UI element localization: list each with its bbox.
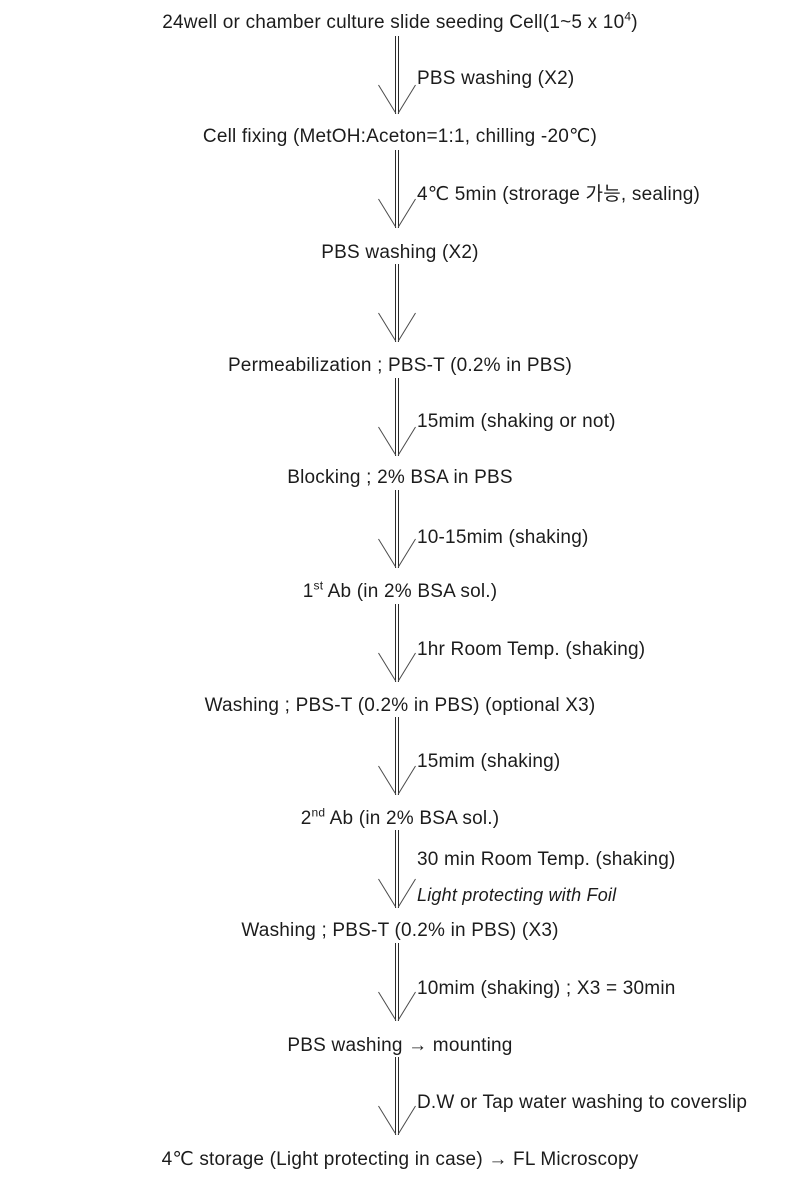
flow-arrow-1	[375, 36, 419, 115]
arrow-label-30min-room-temp: 30 min Room Temp. (shaking)	[417, 849, 676, 870]
down-arrow-icon	[378, 830, 416, 908]
step-text: Ab (in 2% BSA sol.)	[323, 581, 498, 602]
arrow-label-15min-shaking: 15mim (shaking)	[417, 751, 561, 772]
flow-arrow-5	[375, 490, 419, 569]
flow-arrow-10	[375, 1057, 419, 1136]
flow-arrow-4	[375, 378, 419, 457]
step-seeding: 24well or chamber culture slide seeding …	[0, 9, 800, 34]
step-pbs-washing-mounting: PBS washing → mounting	[0, 1035, 800, 1057]
arrow-label-10min-x3-30min: 10mim (shaking) ; X3 = 30min	[417, 978, 676, 999]
down-arrow-icon	[378, 490, 416, 568]
step-storage-microscopy: 4℃ storage (Light protecting in case) → …	[0, 1149, 800, 1171]
step-text: Permeabilization ; PBS-T (0.2% in PBS)	[227, 355, 573, 376]
step-superscript: nd	[311, 805, 326, 820]
flow-arrow-9	[375, 943, 419, 1022]
flow-arrow-7	[375, 717, 419, 796]
down-arrow-icon	[378, 378, 416, 456]
down-arrow-icon	[378, 1057, 416, 1135]
flow-arrow-8	[375, 830, 419, 909]
arrow-label-1hr-room-temp: 1hr Room Temp. (shaking)	[417, 639, 646, 660]
arrow-label-10-15min-shaking: 10-15mim (shaking)	[417, 527, 589, 548]
step-secondary-antibody: 2nd Ab (in 2% BSA sol.)	[0, 805, 800, 830]
arrow-label-light-protecting: Light protecting with Foil	[417, 885, 617, 905]
arrow-label-15min-shaking-or-not: 15mim (shaking or not)	[417, 411, 616, 432]
step-text: Washing ; PBS-T (0.2% in PBS) (optional …	[204, 695, 596, 716]
step-superscript: 4	[624, 9, 632, 24]
step-text: )	[631, 12, 638, 33]
down-arrow-icon	[378, 717, 416, 795]
step-pbs-washing: PBS washing (X2)	[0, 242, 800, 264]
step-text: Ab (in 2% BSA sol.)	[325, 808, 500, 829]
step-superscript: st	[313, 578, 324, 593]
down-arrow-icon	[378, 943, 416, 1021]
down-arrow-icon	[378, 36, 416, 114]
step-permeabilization: Permeabilization ; PBS-T (0.2% in PBS)	[0, 355, 800, 377]
step-washing-x3: Washing ; PBS-T (0.2% in PBS) (X3)	[0, 920, 800, 942]
step-text: PBS washing → mounting	[287, 1035, 513, 1056]
step-text: PBS washing (X2)	[321, 242, 479, 263]
step-text: 2	[300, 808, 312, 829]
down-arrow-icon	[378, 264, 416, 342]
step-cell-fixing: Cell fixing (MetOH:Aceton=1:1, chilling …	[0, 126, 800, 148]
step-text: 1	[302, 581, 314, 602]
down-arrow-icon	[378, 150, 416, 228]
flow-arrow-6	[375, 604, 419, 683]
step-text: 24well or chamber culture slide seeding …	[162, 12, 625, 33]
arrow-label-dw-tap-water: D.W or Tap water washing to coverslip	[417, 1092, 748, 1113]
step-text: Cell fixing (MetOH:Aceton=1:1, chilling …	[202, 126, 598, 147]
arrow-label-pbs-washing-x2: PBS washing (X2)	[417, 68, 575, 89]
step-blocking: Blocking ; 2% BSA in PBS	[0, 467, 800, 489]
step-text: 4℃ storage (Light protecting in case) → …	[161, 1149, 639, 1170]
step-primary-antibody: 1st Ab (in 2% BSA sol.)	[0, 578, 800, 603]
flow-arrow-3	[375, 264, 419, 343]
step-text: Blocking ; 2% BSA in PBS	[287, 467, 513, 488]
down-arrow-icon	[378, 604, 416, 682]
flow-arrow-2	[375, 150, 419, 229]
step-text: Washing ; PBS-T (0.2% in PBS) (X3)	[241, 920, 559, 941]
step-washing-optional: Washing ; PBS-T (0.2% in PBS) (optional …	[0, 695, 800, 717]
arrow-label-4c-5min: 4℃ 5min (strorage 가능, sealing)	[417, 184, 701, 205]
